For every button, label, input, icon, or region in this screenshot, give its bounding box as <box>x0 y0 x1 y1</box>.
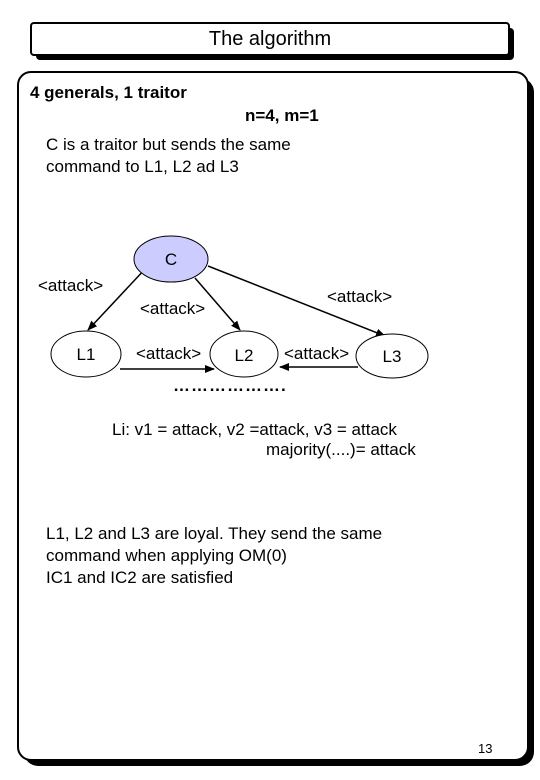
edge-label-l3-l2: <attack> <box>284 344 349 363</box>
node-c-label: C <box>165 250 177 269</box>
edge-label-c-l2: <attack> <box>140 299 205 318</box>
conclusion-line-2: command when applying OM(0) <box>46 546 287 565</box>
content-box <box>17 71 529 761</box>
edge-label-l1-l2: <attack> <box>136 344 201 363</box>
node-l1 <box>50 330 122 378</box>
ellipsis-dots: ………………. <box>173 376 287 395</box>
intro-line-2: command to L1, L2 ad L3 <box>46 157 239 176</box>
result-line-1: Li: v1 = attack, v2 =attack, v3 = attack <box>112 420 397 439</box>
node-l3-label: L3 <box>383 347 402 366</box>
node-l2-label: L2 <box>235 346 254 365</box>
intro-line-1: C is a traitor but sends the same <box>46 135 291 154</box>
edge-c-l1 <box>87 267 147 331</box>
edge-label-c-l1: <attack> <box>38 276 103 295</box>
node-l1-label: L1 <box>77 345 96 364</box>
params: n=4, m=1 <box>245 106 319 125</box>
page-number: 13 <box>478 741 493 756</box>
edge-c-l2 <box>194 277 241 331</box>
title-box: The algorithm <box>30 22 510 56</box>
edge-label-c-l3: <attack> <box>327 287 392 306</box>
conclusion-line-1: L1, L2 and L3 are loyal. They send the s… <box>46 524 383 543</box>
result-line-2: majority(....)= attack <box>266 440 416 459</box>
heading: 4 generals, 1 traitor <box>30 83 187 102</box>
node-c <box>133 235 209 283</box>
conclusion-line-3: IC1 and IC2 are satisfied <box>46 568 234 587</box>
slide-title: The algorithm <box>208 27 332 50</box>
node-l2 <box>209 330 279 378</box>
node-l3 <box>355 333 429 379</box>
edge-c-l3 <box>207 265 386 337</box>
